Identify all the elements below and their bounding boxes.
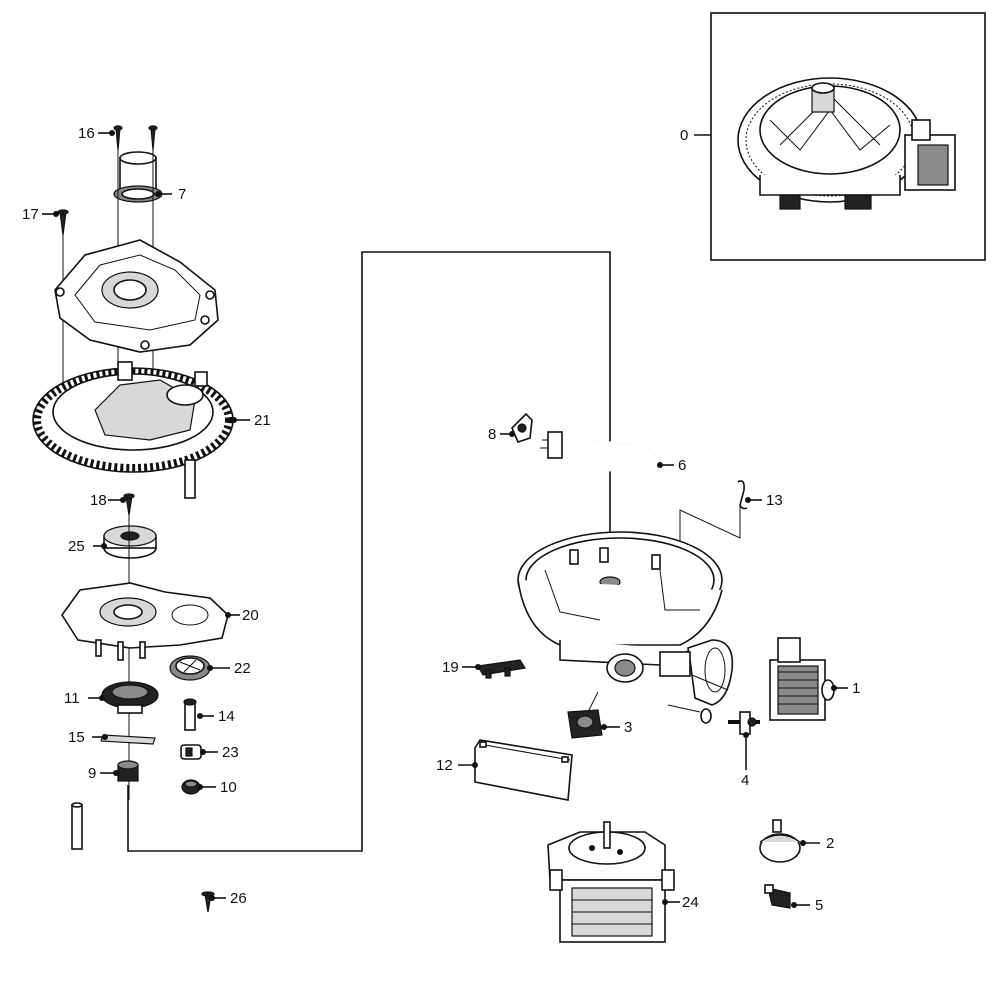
diaphragm-11: 11: [64, 681, 159, 714]
gear-housing-21: 21: [32, 361, 271, 499]
gasket-15: 15: [68, 729, 156, 746]
callout-12: 12: [436, 757, 453, 774]
callout-6: 6: [678, 457, 686, 474]
shaft-4: 4: [667, 674, 760, 789]
callout-9: 9: [88, 765, 96, 782]
callout-26: 26: [230, 890, 247, 907]
screw-26: 26: [201, 890, 247, 913]
filter-12: 12: [436, 739, 573, 801]
pin-14: 14: [183, 698, 235, 731]
callout-14: 14: [218, 708, 235, 725]
motor-24: 24: [547, 821, 699, 943]
callout-23: 23: [222, 744, 239, 761]
callout-11: 11: [64, 690, 80, 707]
callout-21: 21: [254, 412, 271, 429]
motor-1: 1: [769, 637, 860, 721]
callout-3: 3: [624, 719, 632, 736]
callout-5: 5: [815, 897, 823, 914]
callout-4: 4: [741, 772, 749, 789]
callout-16: 16: [78, 125, 95, 142]
pump-housing-20: 20: [61, 582, 259, 661]
heater-6: 6: [540, 431, 686, 474]
callout-1: 1: [852, 680, 860, 697]
screw-16b: [148, 125, 158, 151]
callout-10: 10: [220, 779, 237, 796]
callout-8: 8: [488, 426, 496, 443]
nut-23: 23: [180, 744, 239, 761]
impeller-25: 25: [68, 525, 157, 559]
cover-plate: [54, 239, 219, 353]
sensor-2: 2: [759, 819, 834, 863]
callout-25: 25: [68, 538, 85, 555]
rail-19: 19: [442, 659, 526, 679]
callout-13: 13: [766, 492, 783, 509]
grommet-10: 10: [181, 779, 237, 796]
switch-5: 5: [764, 884, 823, 914]
assembly-inset: 0: [680, 12, 986, 261]
callout-0: 0: [680, 127, 688, 144]
part-22: 22: [169, 655, 251, 681]
callout-20: 20: [242, 607, 259, 624]
callout-18: 18: [90, 492, 107, 509]
loose-pin: [71, 802, 83, 850]
valve-3: 3: [567, 691, 632, 739]
assembled-pump-image: [737, 77, 956, 210]
cap-7: 7: [113, 151, 186, 203]
callout-7: 7: [178, 186, 186, 203]
screw-18: 18: [90, 492, 135, 516]
bracket-8: 8: [488, 412, 533, 443]
connector-line: [127, 251, 611, 852]
callout-24: 24: [682, 894, 699, 911]
callout-19: 19: [442, 659, 459, 676]
screw-16: 16: [78, 125, 123, 151]
seal-9: 9: [88, 760, 139, 782]
callout-15: 15: [68, 729, 85, 746]
callout-17: 17: [22, 206, 39, 223]
callout-2: 2: [826, 835, 834, 852]
sump-body: [517, 531, 734, 706]
callout-22: 22: [234, 660, 251, 677]
